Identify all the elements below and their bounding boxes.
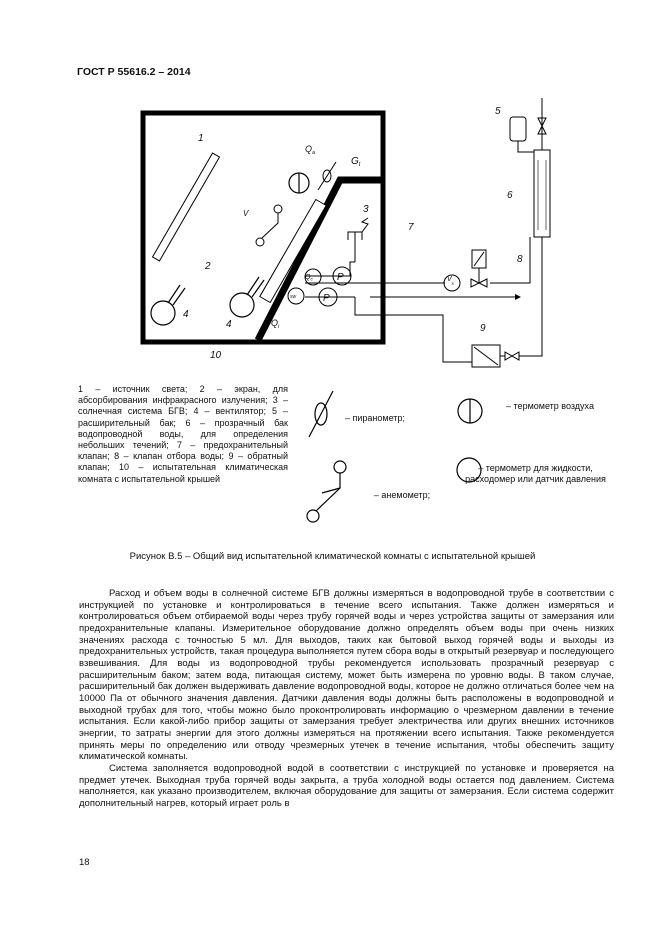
check-valve-icon — [471, 344, 527, 368]
label-qi: Qi — [271, 318, 280, 330]
fan-icon — [229, 276, 265, 318]
label-v: V — [243, 209, 249, 218]
collector-panel — [259, 198, 327, 304]
label-4b: 4 — [226, 319, 232, 330]
fan-icon — [150, 284, 186, 326]
figure-caption: Рисунок В.5 – Общий вид испытательной кл… — [129, 551, 536, 562]
label-6: 6 — [507, 190, 513, 201]
air-thermometer-icon — [288, 172, 310, 194]
label-1: 1 — [198, 133, 204, 144]
draw-off-valve-icon — [470, 249, 488, 288]
label-sw: sw — [290, 294, 297, 300]
flow-meter-icon — [443, 274, 461, 292]
paragraph: Расход и объем воды в солнечной системе … — [79, 588, 614, 763]
light-source — [151, 152, 221, 262]
anemometer-icon — [255, 204, 283, 247]
label-9: 9 — [480, 323, 486, 334]
symbol-anemometer-label: – анемометр; — [373, 490, 431, 500]
legend-air-thermometer-symbol — [457, 398, 483, 424]
figure-diagram: 1 2 3 4 4 5 6 7 8 9 10 V Qa Gt Qc P P sw… — [140, 98, 551, 523]
label-5: 5 — [495, 106, 501, 117]
label-p1: P — [337, 272, 344, 283]
label-8: 8 — [517, 254, 523, 265]
symbol-pyranometer-label: – пиранометр; — [345, 413, 405, 423]
page-number: 18 — [79, 857, 90, 868]
label-ga: Gt — [351, 156, 361, 168]
label-7: 7 — [408, 222, 414, 233]
expansion-tank-icon — [509, 116, 527, 142]
pipes — [305, 98, 543, 363]
pyranometer-icon — [317, 161, 337, 191]
legend-pyranometer-symbol — [308, 390, 334, 438]
symbol-liquid-thermometer-label: – термометр для жидкости, расходомер или… — [465, 463, 606, 485]
figure-legend: 1 – источник света; 2 – экран, для абсор… — [78, 384, 288, 484]
legend-liquid-thermometer-symbol — [456, 457, 482, 483]
body-text: Расход и объем воды в солнечной системе … — [79, 588, 614, 809]
valve-icon — [537, 117, 547, 135]
safety-valve-icon — [347, 217, 369, 262]
label-qc: Qc — [305, 274, 313, 282]
label-10: 10 — [210, 350, 222, 361]
pressure-sensor-icon — [287, 266, 352, 307]
label-4a: 4 — [183, 309, 189, 320]
label-p2: P — [323, 293, 330, 304]
legend-anemometer-symbol — [306, 460, 347, 523]
paragraph: Система заполняется водопроводной водой … — [79, 762, 614, 809]
transparent-tank-icon — [533, 149, 551, 238]
label-vs: Vs — [447, 276, 455, 286]
label-qa: Qa — [305, 144, 315, 156]
label-2: 2 — [204, 261, 211, 272]
symbol-air-thermometer-label: – термометр воздуха — [506, 401, 594, 411]
label-3: 3 — [363, 204, 369, 215]
test-room — [140, 110, 386, 345]
document-header: ГОСТ Р 55616.2 – 2014 — [77, 66, 191, 78]
